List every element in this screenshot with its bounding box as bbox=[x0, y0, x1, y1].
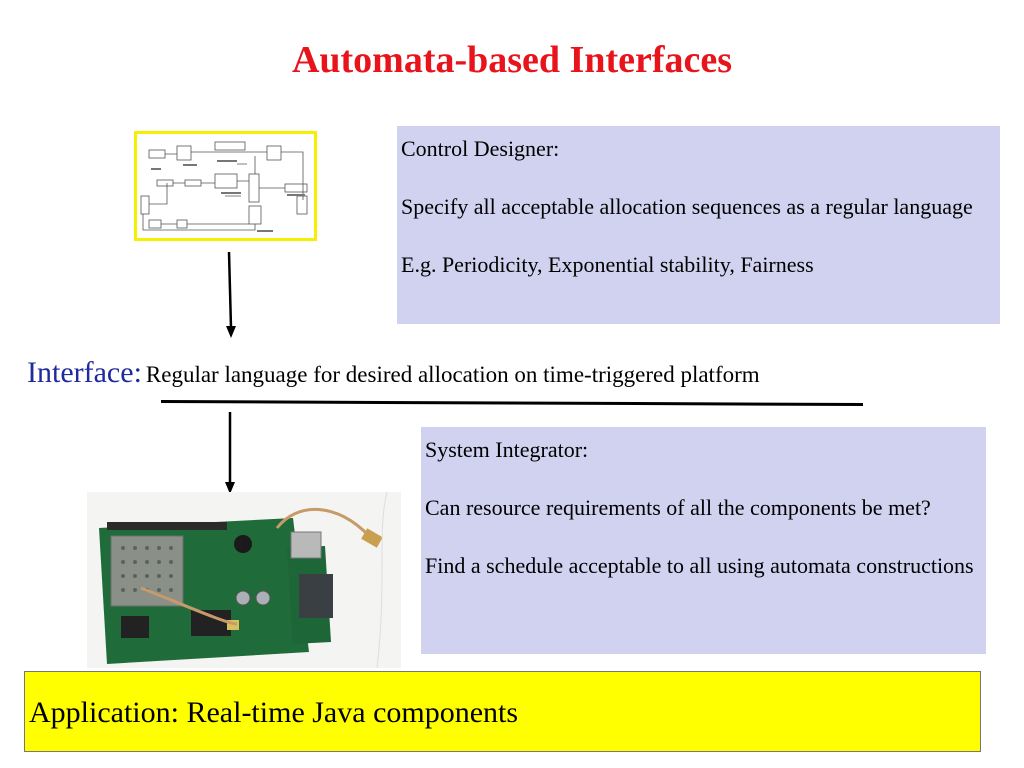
control-designer-box: Control Designer: Specify all acceptable… bbox=[397, 126, 1000, 324]
designer-text-2: E.g. Periodicity, Exponential stability,… bbox=[401, 252, 814, 277]
system-integrator-box: System Integrator: Can resource requirem… bbox=[421, 427, 986, 654]
slide-title: Automata-based Interfaces bbox=[291, 39, 733, 81]
designer-text-1: Specify all acceptable allocation sequen… bbox=[401, 194, 973, 219]
interface-statement: Interface: Regular language for desired … bbox=[27, 356, 760, 390]
interface-divider bbox=[160, 400, 864, 406]
integrator-text-2: Find a schedule acceptable to all using … bbox=[425, 553, 974, 578]
interface-label: Interface: bbox=[27, 356, 142, 389]
integrator-text-1: Can resource requirements of all the com… bbox=[425, 495, 931, 520]
application-banner: Application: Real-time Java components bbox=[24, 671, 981, 752]
down-arrow-icon bbox=[225, 412, 235, 494]
down-arrow-icon bbox=[226, 252, 236, 338]
integrator-heading: System Integrator: bbox=[425, 437, 589, 462]
block-diagram-image bbox=[134, 131, 317, 241]
interface-text: Regular language for desired allocation … bbox=[145, 362, 760, 387]
designer-heading: Control Designer: bbox=[401, 136, 560, 161]
circuit-board-image bbox=[87, 492, 401, 668]
